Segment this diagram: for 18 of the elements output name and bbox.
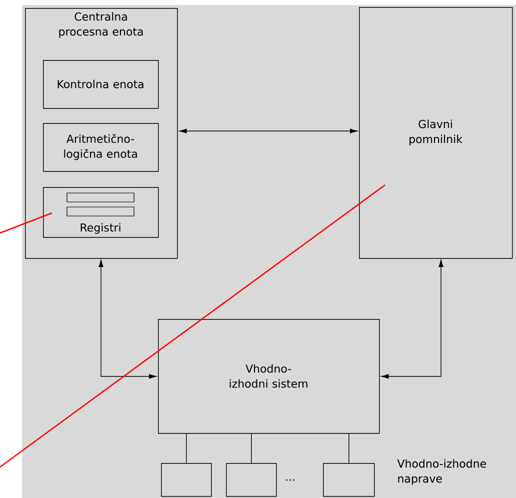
device-box	[323, 463, 375, 497]
label-text: Vhodno-izhodne naprave	[397, 459, 486, 485]
unit-box: Kontrolna enota	[43, 60, 159, 109]
arrow	[179, 128, 358, 134]
ellipsis: ...	[286, 479, 294, 481]
unit-box: Aritmetično-logična enota	[43, 123, 159, 172]
connector-line	[251, 433, 252, 464]
leader-line	[0, 184, 386, 468]
connector-line	[348, 433, 350, 464]
io-system-box: Vhodno-izhodni sistem	[158, 319, 380, 434]
connector-line	[186, 433, 187, 464]
arrow	[98, 260, 156, 379]
memory-box: Glavni pomnilnik	[359, 7, 513, 259]
device-box	[161, 463, 212, 497]
device-box	[226, 463, 277, 497]
leader-line	[0, 212, 52, 234]
arrow	[381, 260, 444, 379]
unit-box: Registri	[43, 187, 159, 238]
